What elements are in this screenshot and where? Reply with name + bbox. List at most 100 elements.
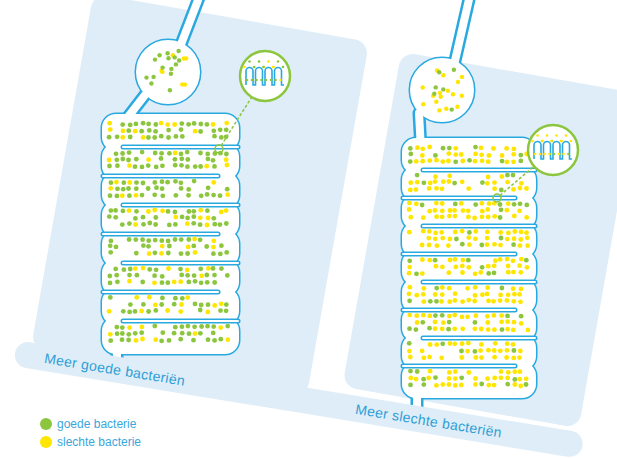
bacterium-dot bbox=[512, 348, 517, 353]
bacterium-dot bbox=[505, 173, 510, 178]
bacterium-dot bbox=[486, 159, 491, 164]
bacterium-dot bbox=[466, 235, 471, 240]
bacterium-dot bbox=[113, 215, 118, 220]
bacterium-dot bbox=[447, 299, 452, 304]
loop-wall bbox=[403, 308, 515, 313]
leader-line bbox=[500, 166, 534, 195]
bacterium-dot bbox=[166, 209, 171, 214]
bacterium-dot bbox=[204, 244, 209, 249]
bacterium-dot bbox=[166, 251, 171, 256]
bacterium-dot bbox=[224, 308, 229, 313]
bacterium-dot bbox=[127, 163, 132, 168]
bacterium-dot bbox=[179, 273, 184, 278]
bacterium-dot bbox=[427, 326, 432, 331]
bacterium-dot bbox=[191, 214, 196, 219]
bacterium-dot bbox=[505, 327, 510, 332]
legend-swatch bbox=[40, 436, 52, 448]
bacterium-dot bbox=[474, 355, 479, 360]
bacterium-dot bbox=[133, 309, 138, 314]
bacterium-dot bbox=[452, 181, 457, 186]
bacterium-dot bbox=[432, 92, 436, 96]
bacterium-dot bbox=[172, 122, 177, 127]
bacterium-dot bbox=[173, 296, 178, 301]
bacterium-dot bbox=[446, 159, 451, 164]
bacterium-dot bbox=[506, 231, 511, 236]
bacterium-dot bbox=[452, 326, 457, 331]
bacterium-dot bbox=[511, 356, 516, 361]
bacterium-dot bbox=[165, 180, 170, 185]
bacterium-dot bbox=[173, 179, 178, 184]
bacterium-dot bbox=[140, 165, 145, 170]
intestine-loop bbox=[403, 335, 535, 369]
bacterium-dot bbox=[485, 207, 490, 212]
bacterium-dot bbox=[211, 245, 216, 250]
bacterium-dot bbox=[134, 193, 139, 198]
bacterium-dot bbox=[420, 243, 425, 248]
bacterium-dot bbox=[121, 209, 126, 214]
bacterium-dot bbox=[499, 207, 504, 212]
bacterium-dot bbox=[126, 158, 131, 163]
bacterium-dot bbox=[426, 236, 431, 241]
loop-wall bbox=[123, 203, 238, 208]
bacterium-dot bbox=[466, 186, 471, 191]
loop-wall bbox=[423, 280, 535, 285]
bacterium-dot bbox=[453, 159, 458, 164]
bacterium-dot bbox=[225, 324, 230, 329]
bacterium-dot bbox=[460, 326, 465, 331]
bacterium-dot bbox=[173, 157, 178, 162]
bacterium-dot bbox=[500, 174, 505, 179]
bacterium-dot bbox=[555, 134, 558, 137]
bacterium-dot bbox=[180, 324, 185, 329]
bacterium-dot bbox=[447, 146, 452, 151]
bacterium-dot bbox=[534, 153, 537, 156]
bacterium-dot bbox=[218, 337, 223, 342]
bacterium-dot bbox=[447, 179, 452, 184]
bacterium-dot bbox=[167, 338, 172, 343]
loop-wall bbox=[123, 320, 238, 322]
bacterium-dot bbox=[511, 152, 516, 157]
bacterium-dot bbox=[505, 298, 510, 303]
bacterium-dot bbox=[212, 222, 217, 227]
bacterium-dot bbox=[526, 328, 531, 333]
bacterium-dot bbox=[434, 299, 439, 304]
bacterium-dot bbox=[185, 273, 190, 278]
bacterium-dot bbox=[465, 286, 470, 291]
bacterium-dot bbox=[407, 207, 412, 212]
tube bbox=[180, 0, 200, 47]
bacterium-dot bbox=[539, 153, 542, 156]
bacterium-dot bbox=[212, 280, 217, 285]
bacterium-dot bbox=[160, 65, 164, 69]
bacterium-dot bbox=[485, 242, 490, 247]
bacterium-dot bbox=[211, 216, 216, 221]
bacterium-dot bbox=[272, 66, 275, 69]
bacterium-dot bbox=[525, 243, 530, 248]
bacterium-dot bbox=[135, 273, 140, 278]
bacterium-dot bbox=[212, 164, 217, 169]
bacterium-dot bbox=[114, 273, 119, 278]
bacterium-dot bbox=[500, 327, 505, 332]
bacterium-dot bbox=[144, 75, 148, 79]
bacterium-dot bbox=[211, 266, 216, 271]
bacterium-dot bbox=[218, 193, 223, 198]
intestine-loop bbox=[403, 279, 535, 313]
bacterium-dot bbox=[128, 135, 133, 140]
bacterium-dot bbox=[165, 308, 170, 313]
bacterium-dot bbox=[505, 319, 510, 324]
bacterium-dot bbox=[536, 134, 539, 137]
bacterium-dot bbox=[225, 273, 230, 278]
bacterium-dot bbox=[108, 193, 113, 198]
bacterium-dot bbox=[459, 375, 464, 380]
bacterium-dot bbox=[421, 85, 425, 89]
intestine-loop bbox=[403, 167, 535, 201]
bacterium-dot bbox=[511, 270, 516, 275]
bacterium-dot bbox=[428, 299, 433, 304]
bacterium-dot bbox=[504, 146, 509, 151]
bacterium-dot bbox=[408, 383, 413, 388]
bacterium-dot bbox=[198, 308, 203, 313]
bacterium-dot bbox=[460, 94, 464, 98]
bacterium-dot bbox=[127, 279, 132, 284]
bacterium-dot bbox=[519, 257, 524, 262]
bacterium-dot bbox=[198, 164, 203, 169]
bacterium-dot bbox=[180, 82, 184, 86]
bacterium-dot bbox=[270, 79, 273, 82]
